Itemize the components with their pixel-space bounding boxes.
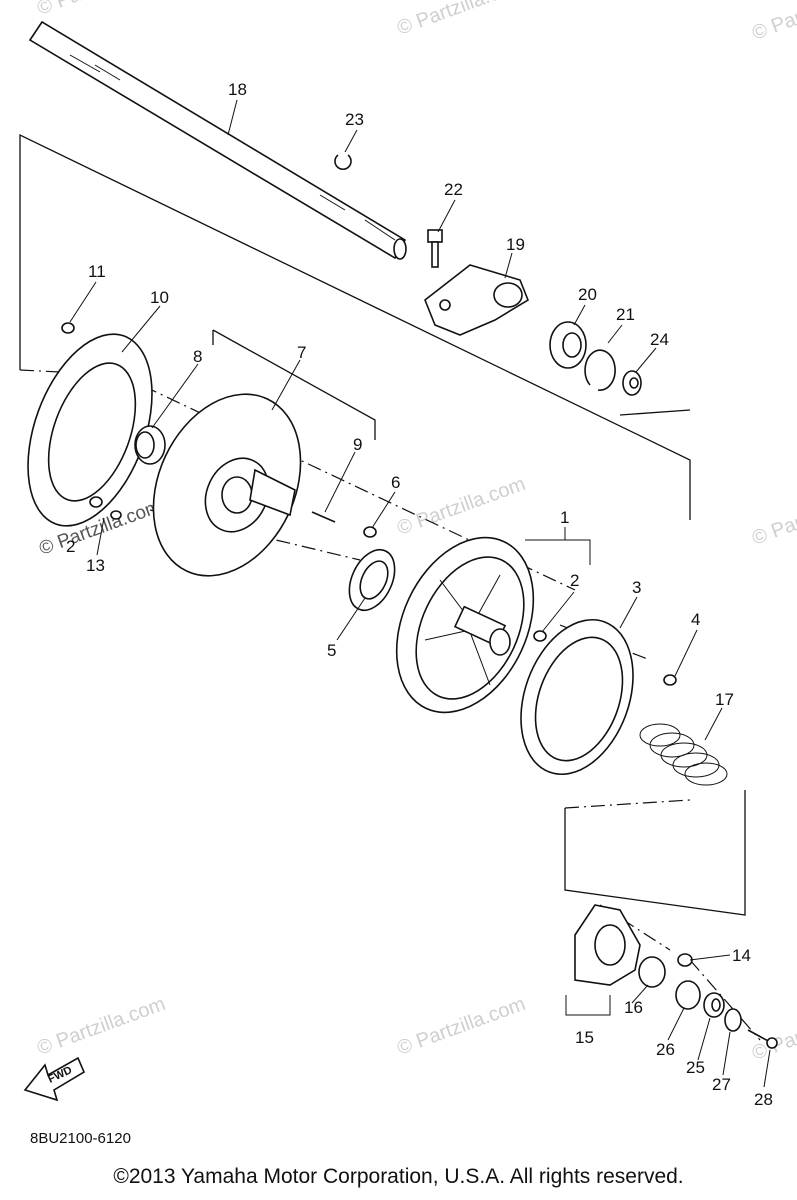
callout-3: 3 [632,578,641,597]
bolt-13 [89,496,122,520]
callout-16: 16 [624,998,643,1017]
bolt-28 [747,1029,778,1049]
fixed-sheave-7 [152,393,302,577]
callout-9: 9 [353,435,362,454]
screw-2 [533,630,547,642]
copyright-notice: ©2013 Yamaha Motor Corporation, U.S.A. A… [113,1165,684,1188]
watermark: © Partzilla.com [34,0,168,20]
plate-3 [520,618,634,776]
callout-24: 24 [650,330,669,349]
watermark: © Partzilla.com [394,0,528,40]
callout-25: 25 [686,1058,705,1077]
bearing-housing-19 [424,264,529,336]
callout-10: 10 [150,288,169,307]
callout-27: 27 [712,1075,731,1094]
screw-4 [663,674,677,686]
watermarks: © Partzilla.com © Partzilla.com © Partzi… [34,0,797,1065]
screw-6 [363,526,377,538]
washer-24 [622,370,642,396]
callout-4: 4 [691,610,700,629]
screw-14 [677,953,693,967]
callout-11: 11 [88,262,106,281]
watermark: © Partzilla.com [34,993,168,1060]
watermark: © Partzilla.com [749,0,797,45]
plate-10 [27,333,153,527]
drive-shaft [28,20,407,260]
washer-25 [703,992,725,1018]
callout-7: 7 [297,343,306,362]
watermark: © Partzilla.com [749,483,797,550]
callout-17: 17 [715,690,734,709]
collar-26 [675,980,701,1010]
callout-6: 6 [391,473,400,492]
leader-lines [69,99,771,1088]
callout-2-left: 2 [66,537,75,556]
circlip-21 [584,349,616,391]
circlip-23 [334,154,352,170]
gasket-5 [348,548,396,612]
callout-13: 13 [86,556,105,575]
bearing-20 [549,321,587,369]
callout-19: 19 [506,235,525,254]
spring-17 [639,723,728,786]
bushing-16 [638,956,666,988]
callout-23: 23 [345,110,364,129]
callout-28: 28 [754,1090,773,1109]
callout-2-right: 2 [570,571,579,590]
callout-22: 22 [444,180,463,199]
movable-sheave-1 [395,536,535,714]
watermark: © Partzilla.com [749,998,797,1065]
callout-21: 21 [616,305,635,324]
screw-11 [61,322,75,334]
watermark: © Partzilla.com [394,993,528,1060]
callout-8: 8 [193,347,202,366]
fwd-arrow-icon: FWD [23,1056,86,1102]
cam-15 [574,904,641,986]
bolt-22 [427,229,443,268]
washer-27 [724,1008,742,1032]
callout-20: 20 [578,285,597,304]
callouts: 18 23 22 19 20 21 24 11 10 8 7 9 6 1 2 3… [66,80,773,1109]
diagram-code: 8BU2100-6120 [30,1130,131,1147]
watermark: © Partzilla.com [394,473,528,540]
pin-9 [311,511,336,523]
callout-1: 1 [560,508,569,527]
callout-14: 14 [732,946,751,965]
callout-26: 26 [656,1040,675,1059]
callout-18: 18 [228,80,247,99]
callout-5: 5 [327,641,336,660]
callout-15: 15 [575,1028,594,1047]
bushing-8 [134,425,166,465]
